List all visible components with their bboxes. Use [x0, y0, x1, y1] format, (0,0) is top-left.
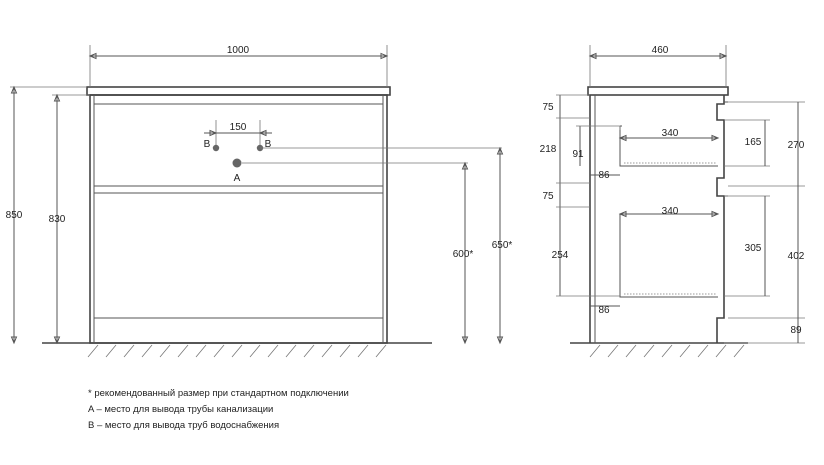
side-view: 460 75 218 75 254 91 340 86 340 86 [540, 45, 805, 358]
notes: * рекомендованный размер при стандартном… [88, 386, 349, 434]
inlet-left-marker [212, 144, 220, 152]
lower-section-label: 402 [788, 251, 805, 262]
inlet-right-label: B [265, 139, 272, 150]
lower-front-label: 254 [552, 250, 569, 261]
side-floor-hatch [589, 344, 745, 358]
plinth-label: 89 [790, 325, 802, 336]
upper-drawer-depth-label: 340 [662, 128, 679, 139]
upper-setback-label: 86 [598, 170, 610, 181]
top-rail-label: 75 [542, 102, 554, 113]
pipe-spacing-label: 150 [230, 122, 247, 133]
note-recommended: * рекомендованный размер при стандартном… [88, 388, 349, 399]
side-depth-label: 460 [652, 45, 669, 56]
front-floor-hatch [87, 344, 387, 358]
note-water-supply: B – место для вывода труб водоснабжения [88, 420, 280, 431]
front-total-height-label: 850 [6, 210, 23, 221]
drain-label: A [234, 173, 241, 184]
mid-rail-label: 75 [542, 191, 554, 202]
drain-marker [232, 158, 242, 168]
upper-drawer-gap-label: 91 [572, 149, 584, 160]
upper-front-label: 218 [540, 144, 557, 155]
front-cabinet-body [89, 94, 388, 344]
lower-setback-label: 86 [598, 305, 610, 316]
front-view: 1000 850 830 150 B B A 650* 600* [6, 45, 513, 358]
lower-drawer-height-label: 305 [745, 243, 762, 254]
lower-drawer-depth-label: 340 [662, 206, 679, 217]
side-lower-drawer-box [619, 213, 718, 298]
side-front-profile [716, 95, 725, 343]
front-body-height-label: 830 [49, 214, 66, 225]
inlet-height-label: 650* [492, 240, 513, 251]
upper-section-label: 270 [788, 140, 805, 151]
upper-drawer-height-label: 165 [745, 137, 762, 148]
side-countertop [587, 86, 729, 96]
inlet-left-label: B [204, 139, 211, 150]
note-drain: A – место для вывода трубы канализации [88, 404, 274, 415]
front-countertop [86, 86, 391, 96]
drain-height-label: 600* [453, 249, 474, 260]
front-width-label: 1000 [227, 45, 250, 56]
